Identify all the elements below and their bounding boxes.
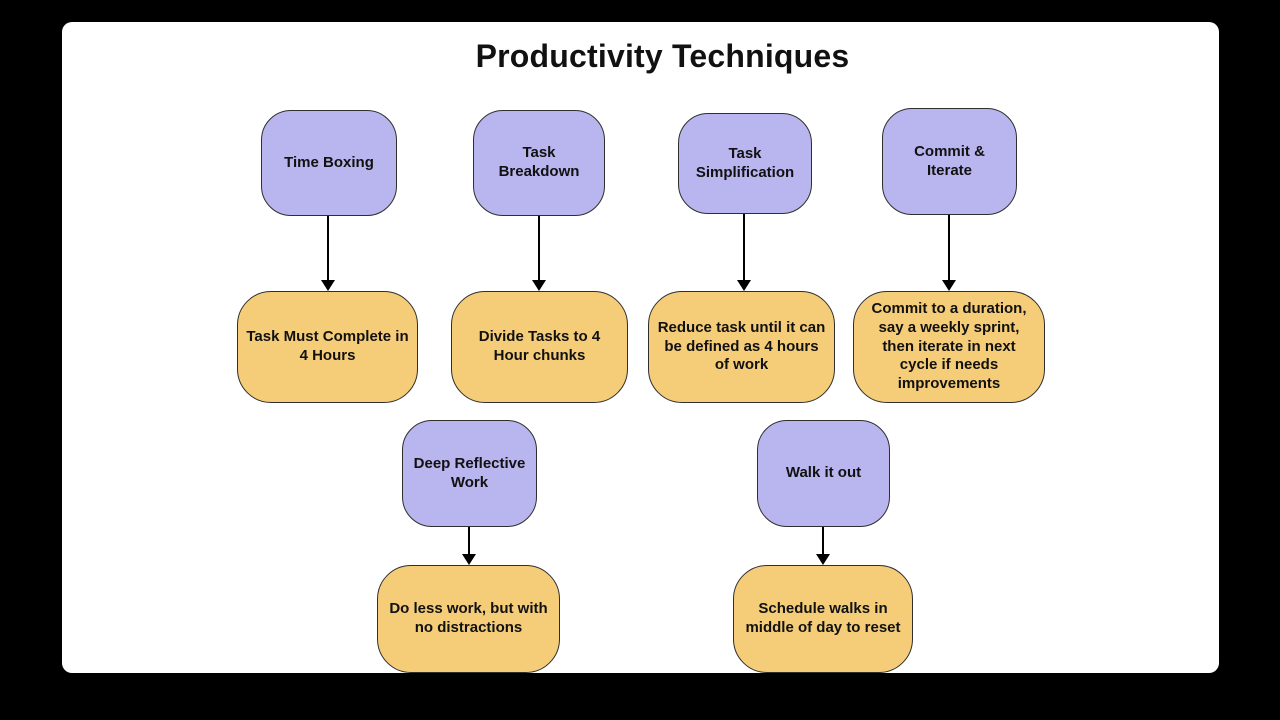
node-label: Commit to a duration, say a weekly sprin… — [871, 300, 1027, 393]
node-label: Task Simplification — [695, 144, 795, 181]
node-label: Time Boxing — [284, 153, 374, 171]
node-label: Walk it out — [785, 464, 862, 482]
arrow-head — [462, 554, 476, 565]
node-label: Deep Reflective Work — [413, 454, 526, 491]
arrow-time-boxing-icon — [321, 216, 335, 291]
arrow-head — [942, 280, 956, 291]
arrow-head — [816, 554, 830, 565]
arrow-shaft — [538, 216, 540, 280]
node-label: Do less work, but with no distractions — [389, 600, 548, 636]
node-time-boxing: Time Boxing — [261, 110, 397, 216]
node-deep-reflective-work: Deep Reflective Work — [402, 420, 537, 527]
arrow-shaft — [468, 527, 470, 554]
arrow-shaft — [743, 214, 745, 280]
arrow-task-simplification-icon — [737, 214, 751, 291]
node-walk-it-out-description: Schedule walks in middle of day to reset — [733, 565, 913, 673]
node-task-simplification: Task Simplification — [678, 113, 812, 214]
node-commit-iterate-description: Commit to a duration, say a weekly sprin… — [853, 291, 1045, 403]
arrow-head — [321, 280, 335, 291]
node-time-boxing-description: Task Must Complete in 4 Hours — [237, 291, 418, 403]
node-label: Divide Tasks to 4 Hour chunks — [478, 328, 601, 364]
diagram-canvas: Productivity Techniques Time Boxing Task… — [62, 22, 1219, 673]
arrow-head — [532, 280, 546, 291]
node-deep-reflective-work-description: Do less work, but with no distractions — [377, 565, 560, 673]
arrow-shaft — [327, 216, 329, 280]
node-label: Task Breakdown — [498, 144, 580, 180]
node-label: Reduce task until it can be defined as 4… — [657, 318, 826, 374]
diagram-title: Productivity Techniques — [475, 38, 850, 74]
arrow-shaft — [948, 215, 950, 280]
arrow-walk-it-out-icon — [816, 527, 830, 565]
arrow-head — [737, 280, 751, 291]
arrow-commit-iterate-icon — [942, 215, 956, 291]
node-task-breakdown-description: Divide Tasks to 4 Hour chunks — [451, 291, 628, 403]
node-label: Schedule walks in middle of day to reset — [745, 600, 901, 636]
arrow-task-breakdown-icon — [532, 216, 546, 291]
node-commit-iterate: Commit & Iterate — [882, 108, 1017, 215]
arrow-shaft — [822, 527, 824, 554]
node-task-simplification-description: Reduce task until it can be defined as 4… — [648, 291, 835, 403]
node-label: Commit & Iterate — [914, 142, 985, 179]
node-walk-it-out: Walk it out — [757, 420, 890, 527]
node-task-breakdown: Task Breakdown — [473, 110, 605, 216]
node-label: Task Must Complete in 4 Hours — [246, 328, 409, 364]
arrow-deep-reflective-work-icon — [462, 527, 476, 565]
